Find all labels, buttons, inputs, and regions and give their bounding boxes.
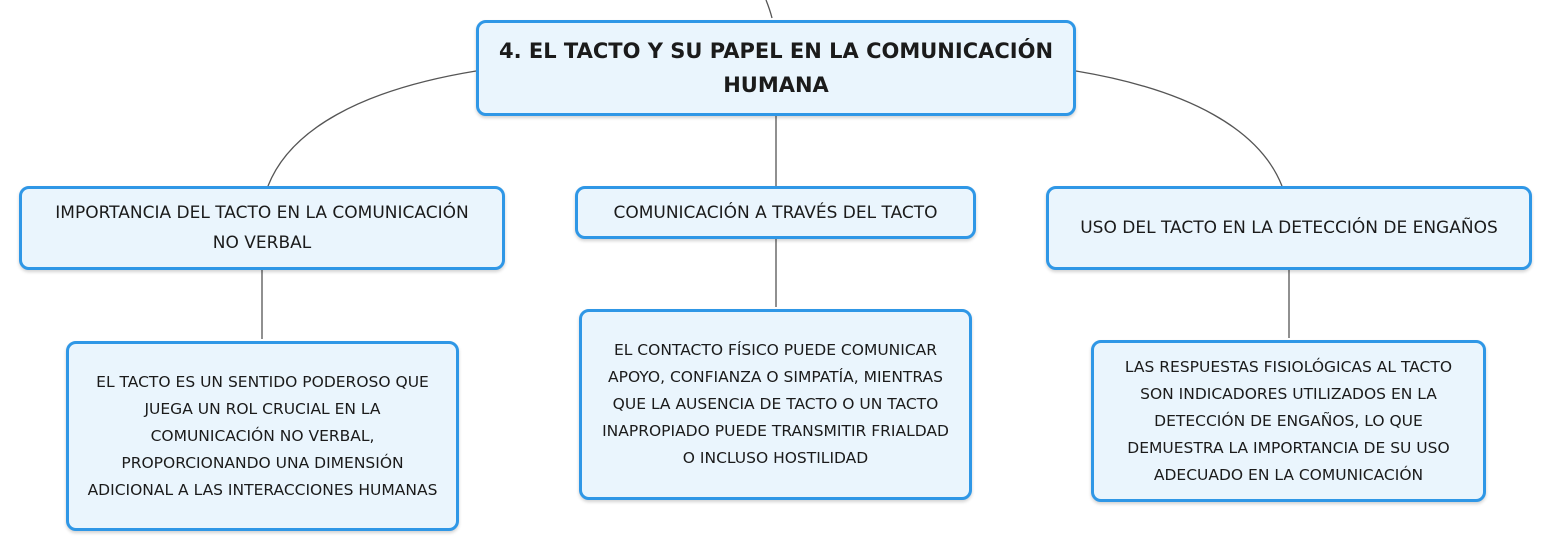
detail-text-communication: EL CONTACTO FÍSICO PUEDE COMUNICAR APOYO… <box>602 341 949 467</box>
root-topic-text: 4. EL TACTO Y SU PAPEL EN LA COMUNICACIÓ… <box>498 39 1054 97</box>
branch-node-communication[interactable]: COMUNICACIÓN A TRAVÉS DEL TACTO <box>575 186 976 239</box>
detail-text-importance: EL TACTO ES UN SENTIDO PODEROSO QUE JUEG… <box>87 372 438 499</box>
connector-root-to-branch-1 <box>267 70 477 187</box>
connector-parent-to-root <box>765 0 773 19</box>
connector-root-to-branch-3 <box>1075 70 1283 187</box>
branch-label-communication: COMUNICACIÓN A TRAVÉS DEL TACTO <box>613 202 938 223</box>
root-topic-node[interactable]: 4. EL TACTO Y SU PAPEL EN LA COMUNICACIÓ… <box>476 20 1076 116</box>
branch-node-deception[interactable]: USO DEL TACTO EN LA DETECCIÓN DE ENGAÑOS <box>1046 186 1532 270</box>
branch-label-deception: USO DEL TACTO EN LA DETECCIÓN DE ENGAÑOS <box>1080 218 1498 238</box>
detail-node-importance[interactable]: EL TACTO ES UN SENTIDO PODEROSO QUE JUEG… <box>66 341 459 531</box>
detail-node-communication[interactable]: EL CONTACTO FÍSICO PUEDE COMUNICAR APOYO… <box>579 309 972 500</box>
detail-node-deception[interactable]: LAS RESPUESTAS FISIOLÓGICAS AL TACTO SON… <box>1091 340 1486 502</box>
detail-text-deception: LAS RESPUESTAS FISIOLÓGICAS AL TACTO SON… <box>1124 357 1453 484</box>
branch-label-importance: IMPORTANCIA DEL TACTO EN LA COMUNICACIÓN… <box>55 203 469 253</box>
branch-node-importance[interactable]: IMPORTANCIA DEL TACTO EN LA COMUNICACIÓN… <box>19 186 505 270</box>
